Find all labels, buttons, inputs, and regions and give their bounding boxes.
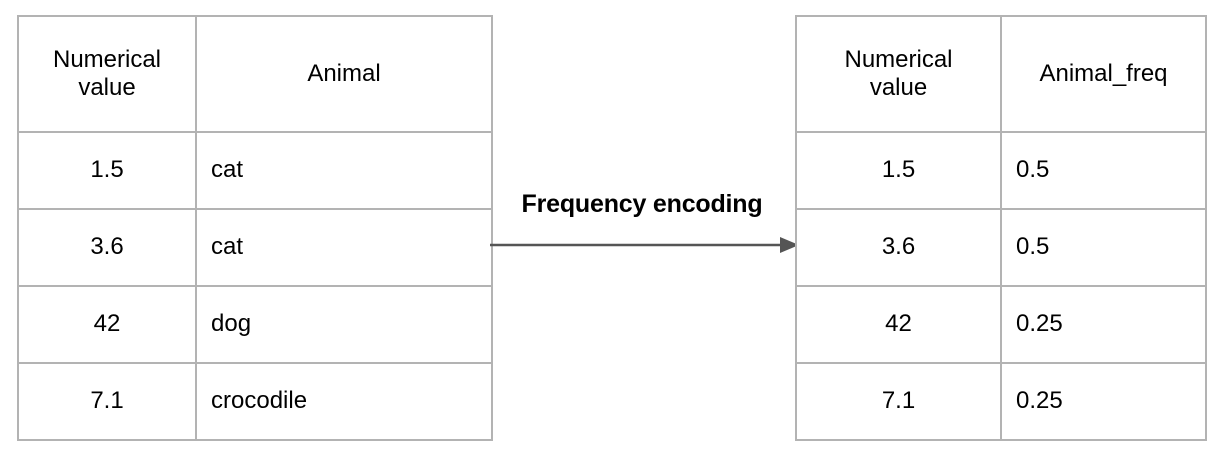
- cell-numerical-value: 3.6: [795, 208, 1002, 287]
- table-row: 3.6 cat: [17, 208, 493, 287]
- cell-numerical-value: 3.6: [17, 208, 197, 287]
- cell-animal-freq: 0.25: [1000, 285, 1207, 364]
- cell-numerical-value: 42: [17, 285, 197, 364]
- table-row: 3.6 0.5: [795, 208, 1207, 287]
- table-header-row: Numerical value Animal_freq: [795, 15, 1207, 133]
- cell-numerical-value: 42: [795, 285, 1002, 364]
- column-header-numerical-value: Numerical value: [795, 15, 1002, 133]
- column-header-animal-freq: Animal_freq: [1000, 15, 1207, 133]
- transform-group: Frequency encoding: [489, 190, 799, 270]
- table-row: 1.5 0.5: [795, 131, 1207, 210]
- cell-animal: dog: [195, 285, 493, 364]
- transform-label: Frequency encoding: [521, 190, 763, 218]
- cell-animal: cat: [195, 131, 493, 210]
- result-table: Numerical value Animal_freq 1.5 0.5 3.6 …: [795, 15, 1207, 441]
- cell-animal-freq: 0.5: [1000, 208, 1207, 287]
- table-row: 7.1 crocodile: [17, 362, 493, 441]
- cell-numerical-value: 1.5: [795, 131, 1002, 210]
- column-header-animal: Animal: [195, 15, 493, 133]
- cell-numerical-value: 7.1: [795, 362, 1002, 441]
- column-header-numerical-value: Numerical value: [17, 15, 197, 133]
- table-row: 1.5 cat: [17, 131, 493, 210]
- cell-numerical-value: 7.1: [17, 362, 197, 441]
- source-table: Numerical value Animal 1.5 cat 3.6 cat 4…: [17, 15, 493, 441]
- cell-animal-freq: 0.5: [1000, 131, 1207, 210]
- table-row: 42 dog: [17, 285, 493, 364]
- table-row: 7.1 0.25: [795, 362, 1207, 441]
- cell-numerical-value: 1.5: [17, 131, 197, 210]
- table-header-row: Numerical value Animal: [17, 15, 493, 133]
- table-row: 42 0.25: [795, 285, 1207, 364]
- right-arrow-icon: [490, 237, 799, 253]
- cell-animal: crocodile: [195, 362, 493, 441]
- cell-animal-freq: 0.25: [1000, 362, 1207, 441]
- cell-animal: cat: [195, 208, 493, 287]
